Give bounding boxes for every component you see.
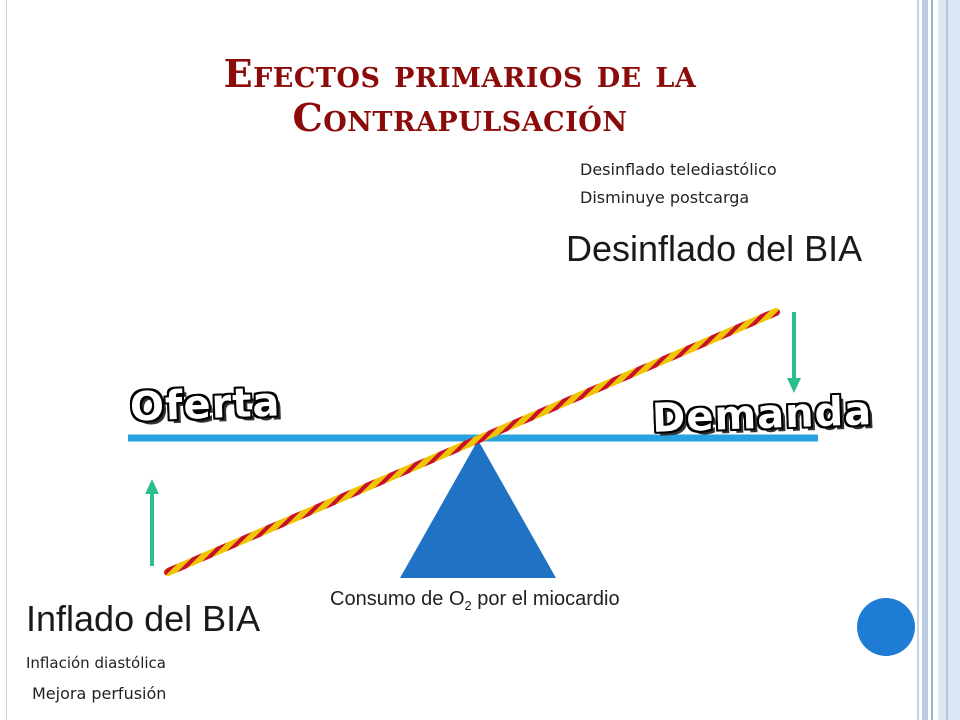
consumo-caption: Consumo de O2 por el miocardio xyxy=(330,588,620,613)
slide-title-line1: Efectos primarios de la xyxy=(223,51,697,96)
fulcrum-triangle xyxy=(400,440,556,578)
consumo-subscript: 2 xyxy=(464,598,472,613)
consumo-prefix: Consumo de O xyxy=(330,588,465,610)
decorative-dot xyxy=(857,598,915,656)
tilted-beam xyxy=(164,308,780,576)
slide-border-right-4 xyxy=(938,0,960,720)
inflate-note-1: Inflación diastólica xyxy=(26,654,166,672)
arrow-up-icon xyxy=(145,479,159,566)
demanda-label: Demanda xyxy=(651,388,873,442)
consumo-suffix: por el miocardio xyxy=(471,588,620,610)
slide-border-right-3 xyxy=(931,0,933,720)
deflate-label: Desinflado del BIA xyxy=(566,228,863,269)
slide-border-right-2 xyxy=(922,0,928,720)
deflate-note-2: Disminuye postcarga xyxy=(580,188,750,207)
deflate-note-1: Desinflado telediastólico xyxy=(580,160,777,179)
inflate-note-2: Mejora perfusión xyxy=(32,684,167,703)
slide-title-line2: Contrapulsación xyxy=(292,95,628,140)
inflate-label: Inflado del BIA xyxy=(26,598,261,639)
slide-border-left xyxy=(6,0,7,720)
arrow-down-icon xyxy=(787,312,801,393)
slide-border-right-5 xyxy=(946,0,948,720)
oferta-label: Oferta xyxy=(129,379,282,431)
slide-border-right-1 xyxy=(917,0,919,720)
